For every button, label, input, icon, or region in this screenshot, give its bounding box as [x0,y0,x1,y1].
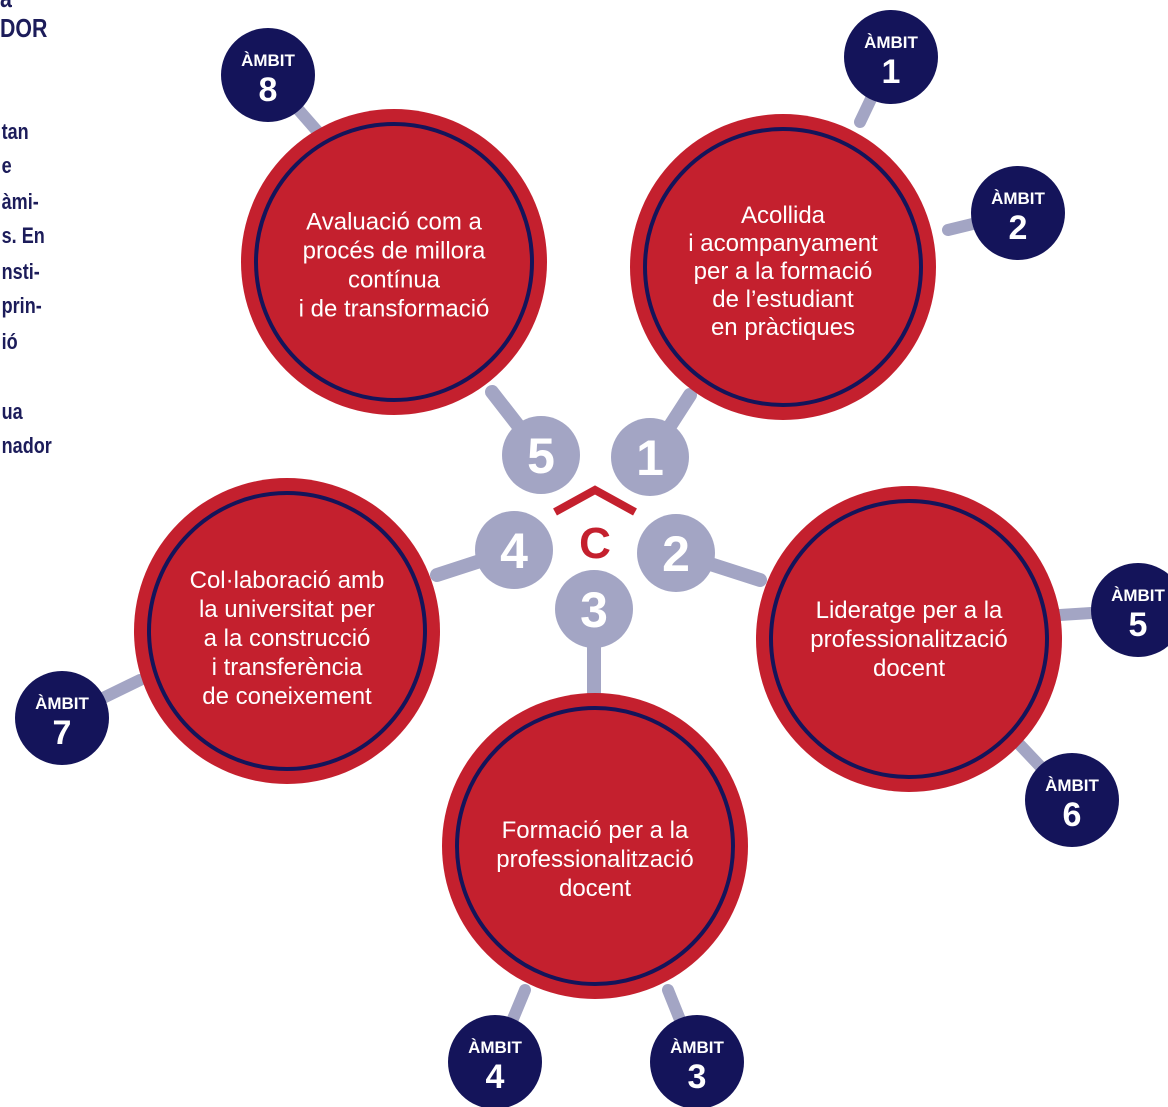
ambit-number: 4 [486,1058,505,1096]
ambit-number: 1 [882,53,901,91]
model-circle: Formació per a laprofessionalitzaciódoce… [442,693,748,999]
model-circle-text-line: Formació per a la [502,817,689,844]
ambit-number: 7 [53,714,72,752]
ambit-badge-circle [1025,753,1119,847]
model-circle-fill [630,114,936,420]
side-text-line: s. En [1,223,45,248]
ambit-number: 8 [259,71,278,109]
model-circle-fill [756,486,1062,792]
model-circle-ring [643,127,923,407]
side-text-line: prin- [1,293,42,318]
model-circle-ring [254,122,534,402]
ambit-badge-circle [15,671,109,765]
ambit-label: ÀMBIT [991,189,1045,208]
number-badge: 1 [611,418,689,496]
model-circle-fill [134,478,440,784]
model-circle-text-line: professionalització [496,846,693,873]
ambit-label: ÀMBIT [35,694,89,713]
model-circle: Lideratge per a laprofessionalitzaciódoc… [756,486,1062,792]
model-circle-fill [442,693,748,999]
number-badge-digit: 2 [662,526,690,582]
model-circle-text-line: de coneixement [202,683,372,710]
model-circle-text-line: professionalització [810,626,1007,653]
side-text-line: e [1,153,12,178]
ambit-label: ÀMBIT [468,1038,522,1057]
ambit-label: ÀMBIT [1111,586,1165,605]
model-circle-text-line: i acompanyament [688,230,878,257]
model-circle-text-line: i de transformació [299,296,490,323]
ambit-label: ÀMBIT [1045,776,1099,795]
model-circle-text-line: Lideratge per a la [816,597,1003,624]
logo-roof-icon [553,485,637,516]
center-logo: C [553,485,637,568]
ambit-badge-circle [1091,563,1168,657]
ambit-badge-circle [448,1015,542,1107]
ambit-badge-circle [971,166,1065,260]
model-circle-text-line: contínua [348,267,441,294]
number-badge-digit: 5 [527,428,555,484]
model-circle-text-line: procés de millora [303,238,486,265]
model-circle-ring [455,706,735,986]
ambit-number: 3 [688,1058,707,1096]
model-circle-text-line: la universitat per [199,596,375,623]
ambit-number: 2 [1009,209,1028,247]
number-badge: 5 [502,416,580,494]
model-circle-text-line: Avaluació com a [306,209,482,236]
side-text-line: nador [1,433,52,458]
number-badge-circle [475,511,553,589]
ambit-number: 6 [1063,796,1082,834]
number-badge-circle [611,418,689,496]
logo-letter: C [579,519,611,568]
model-circle-text-line: a la construcció [204,625,371,652]
ambit-label: ÀMBIT [670,1038,724,1057]
model-circle-text-line: docent [873,655,945,682]
model-circle-text-line: docent [559,875,631,902]
ambit-badge-circle [221,28,315,122]
side-heading-line: a [0,0,12,13]
model-circle-ring [769,499,1049,779]
model-circle-text-line: i transferència [212,654,363,681]
ambit-badge-circle [844,10,938,104]
number-badge: 3 [555,570,633,648]
ambit-label: ÀMBIT [241,51,295,70]
ambit-badge-circle [650,1015,744,1107]
model-circle-text-line: per a la formació [694,258,873,285]
number-badge-circle [637,514,715,592]
side-text-line: tan [1,119,29,144]
side-text-line: ua [1,399,23,424]
side-text-column: a DOR tan e àmi- s. En nsti- prin- ió ua… [0,0,74,500]
side-text-line: nsti- [1,259,40,284]
number-badge-digit: 1 [636,430,664,486]
ambit-number: 5 [1129,606,1148,644]
number-badge-digit: 4 [500,523,528,579]
number-badge-circle [555,570,633,648]
number-badge-circle [502,416,580,494]
model-circle-fill [241,109,547,415]
model-circle-text-line: Acollida [741,202,826,229]
side-heading-line: DOR [0,13,48,43]
side-text-line: ió [1,329,18,354]
model-circle-text-line: de l’estudiant [712,286,854,313]
model-circle-text-line: en pràctiques [711,314,855,341]
model-circle-ring [147,491,427,771]
number-badge: 4 [475,511,553,589]
side-text-line: àmi- [1,189,39,214]
ambit-label: ÀMBIT [864,33,918,52]
number-badge: 2 [637,514,715,592]
model-circle-text-line: Col·laboració amb [190,567,385,594]
number-badge-digit: 3 [580,582,608,638]
